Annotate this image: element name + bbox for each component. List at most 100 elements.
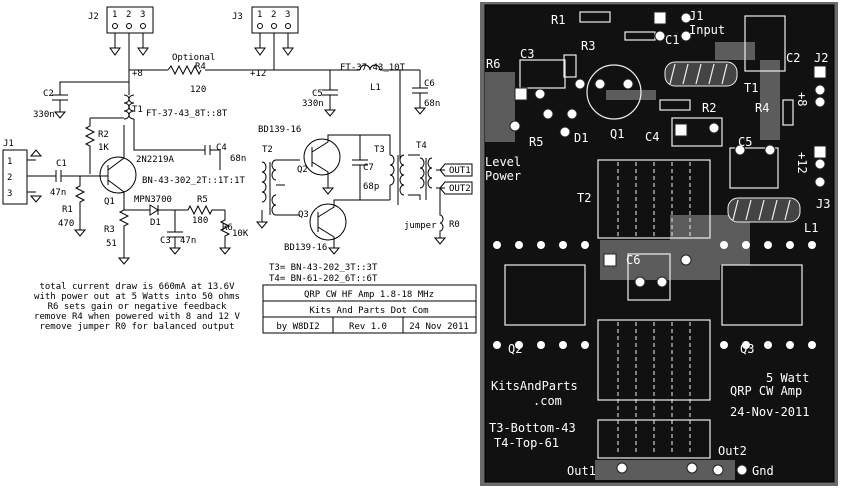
t4-spec: T4= BN-61-202_6T::6T (269, 274, 378, 284)
r4-value: 120 (190, 85, 206, 95)
pin3: 3 (140, 10, 145, 20)
q2-symbol (303, 138, 341, 176)
d1-type: MPN3700 (134, 195, 172, 205)
pcb-c4: C4 (645, 130, 659, 144)
connector-j2: J2 1 2 3 (88, 6, 154, 70)
c7-label: C7 (363, 163, 374, 173)
pcb-input: Input (689, 23, 725, 37)
c3-label: C3 (160, 236, 171, 246)
note-2: with power out at 5 Watts into 50 ohms (34, 292, 240, 302)
pin3: 3 (285, 10, 290, 20)
pcb-level: Level (485, 155, 521, 169)
r2-value: 1K (98, 143, 109, 153)
c2-value: 330n (33, 110, 55, 120)
pcb-date: 24-Nov-2011 (730, 405, 809, 419)
schematic: J2 1 2 3 J3 1 2 3 +8 +12 Optional R4 120… (2, 6, 477, 334)
pcb-site-2: .com (533, 394, 562, 408)
pcb-r1: R1 (551, 13, 565, 27)
pcb-q1: Q1 (610, 127, 624, 141)
q3-label: Q3 (298, 210, 309, 220)
r6-label: R6 (222, 223, 233, 233)
pcb-r6: R6 (486, 57, 500, 71)
pcb-r4: R4 (755, 101, 769, 115)
pin2: 2 (271, 10, 276, 20)
pcb-c5: C5 (738, 135, 752, 149)
r4-optional: Optional (172, 53, 215, 63)
pin1: 1 (7, 157, 12, 167)
t2-desc: BN-43-302_2T::1T:1T (142, 176, 246, 186)
date: 24 Nov 2011 (409, 322, 469, 332)
pcb-watt: 5 Watt (766, 371, 809, 385)
jumper-label: jumper (404, 221, 437, 231)
r6-value: 10K (232, 229, 249, 239)
c5-value: 330n (302, 99, 324, 109)
pcb-plus8: +8 (795, 92, 809, 106)
pcb-q2: Q2 (508, 342, 522, 356)
r5-label: R5 (197, 195, 208, 205)
r3-value: 51 (106, 239, 117, 249)
t3-label: T3 (374, 145, 385, 155)
pcb-out1: Out1 (567, 464, 596, 478)
note-3: R6 sets gain or negative feedback (48, 302, 227, 312)
pcb-amp: QRP CW Amp (730, 384, 802, 398)
pcb-r5: R5 (529, 135, 543, 149)
pcb-l1: L1 (804, 221, 818, 235)
j1-label: J1 (3, 139, 14, 149)
pcb-power: Power (485, 169, 521, 183)
t1-desc: FT-37-43_8T::8T (146, 109, 228, 119)
l1-label: L1 (370, 83, 381, 93)
r3-label: R3 (104, 225, 115, 235)
pcb-gnd: Gnd (752, 464, 774, 478)
q1-symbol (99, 156, 137, 194)
r1-label: R1 (62, 205, 73, 215)
pcb-layout: R1 J1 Input C1 R3 C3 R6 C2 J2 T1 R4 +8 R… (480, 0, 841, 488)
pcb-t1: T1 (744, 81, 758, 95)
pcb-q3: Q3 (740, 342, 754, 356)
q3-symbol (309, 203, 347, 241)
pcb-c3: C3 (520, 47, 534, 61)
connector-j3: J3 1 2 3 (232, 6, 299, 70)
r2-label: R2 (98, 130, 109, 140)
d1-label: D1 (150, 218, 161, 228)
r5-value: 180 (192, 216, 208, 226)
pcb-r2: R2 (702, 101, 716, 115)
pin3: 3 (7, 189, 12, 199)
pin1: 1 (257, 10, 262, 20)
c2-label: C2 (43, 89, 54, 99)
out1-label: OUT1 (449, 166, 471, 176)
q2-type: BD139-16 (258, 125, 301, 135)
plus12-label: +12 (250, 69, 266, 79)
pin2: 2 (7, 173, 12, 183)
t4-label: T4 (416, 141, 427, 151)
pcb-j2: J2 (814, 51, 828, 65)
t1-label: T1 (132, 105, 143, 115)
c4-value: 68n (230, 154, 246, 164)
note-1: total current draw is 660mA at 13.6V (39, 282, 235, 292)
pcb-out2: Out2 (718, 444, 747, 458)
pin1: 1 (112, 10, 117, 20)
pcb-c6: C6 (626, 253, 640, 267)
q2-label: Q2 (297, 165, 308, 175)
pcb-t2: T2 (577, 191, 591, 205)
t2-label: T2 (262, 145, 273, 155)
c3-value: 47n (180, 236, 196, 246)
note-5: remove jumper R0 for balanced output (39, 322, 234, 332)
r4-label: R4 (195, 62, 206, 72)
pcb-c1: C1 (665, 33, 679, 47)
j3-label: J3 (232, 12, 243, 22)
c1-label: C1 (56, 159, 67, 169)
pcb-t3-note: T3-Bottom-43 (489, 421, 576, 435)
l1-core: FT-37-43_10T (340, 63, 406, 73)
pcb-plus12: +12 (795, 152, 809, 174)
t3-spec: T3= BN-43-202_3T::3T (269, 263, 378, 273)
title-block: QRP CW HF Amp 1.8-18 MHz Kits And Parts … (262, 284, 477, 334)
pcb-r3: R3 (581, 39, 595, 53)
out2-label: OUT2 (449, 184, 471, 194)
r0-label: R0 (449, 220, 460, 230)
note-4: remove R4 when powered with 8 and 12 V (34, 312, 240, 322)
pcb-d1: D1 (574, 131, 588, 145)
q1-type: 2N2219A (136, 155, 175, 165)
plus8-label: +8 (132, 69, 143, 79)
q3-type: BD139-16 (284, 243, 327, 253)
pin2: 2 (126, 10, 131, 20)
